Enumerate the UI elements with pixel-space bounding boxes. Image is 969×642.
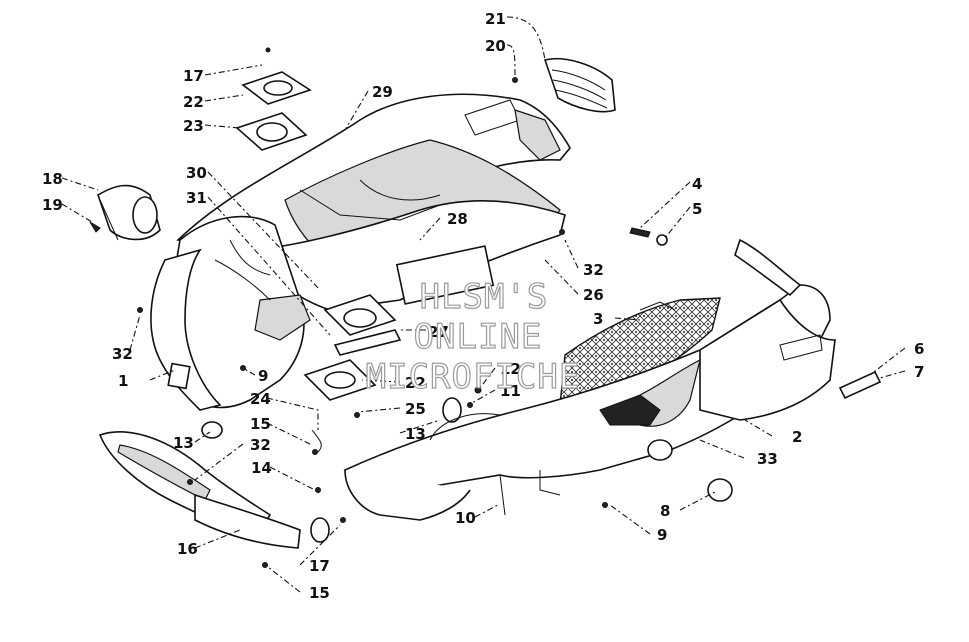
watermark: HLSM'S ONLINE MICROFICHE xyxy=(365,276,581,397)
lower-body-2 xyxy=(343,238,836,521)
callout-32: 32 xyxy=(250,436,271,454)
callout-3: 3 xyxy=(593,310,603,328)
leader-lines xyxy=(61,16,906,593)
gasket-30-mid xyxy=(323,294,402,356)
screw-17-upper xyxy=(265,47,271,53)
callout-15: 15 xyxy=(309,584,330,602)
left-side-panel-1 xyxy=(150,215,311,411)
callout-28: 28 xyxy=(447,210,468,228)
ring-13-center xyxy=(442,397,462,423)
callout-17: 17 xyxy=(309,557,330,575)
callout-30: 30 xyxy=(186,164,207,182)
callout-9: 9 xyxy=(258,367,268,385)
callout-20: 20 xyxy=(485,37,506,55)
callout-labels: 21 20 17 22 23 29 18 19 30 31 28 4 5 32 … xyxy=(42,10,924,602)
callout-32: 32 xyxy=(583,261,604,279)
callout-21: 21 xyxy=(485,10,506,28)
callout-12: 12 xyxy=(500,360,521,378)
callout-16: 16 xyxy=(177,540,198,558)
callout-14: 14 xyxy=(251,459,272,477)
watermark-line-1: HLSM'S xyxy=(420,277,549,317)
callout-18: 18 xyxy=(42,170,63,188)
front-bumper-16 xyxy=(98,431,330,549)
callout-32: 32 xyxy=(112,345,133,363)
gasket-22-lower xyxy=(303,359,377,401)
callout-31: 31 xyxy=(186,189,207,207)
fender-arc xyxy=(429,413,501,441)
gasket-22-upper xyxy=(241,71,312,105)
watermark-line-3: MICROFICHE xyxy=(366,357,581,397)
badge-6 xyxy=(838,370,882,400)
callout-1: 1 xyxy=(118,372,128,390)
callout-26: 26 xyxy=(583,286,604,304)
headlight-housing-18 xyxy=(89,184,161,241)
callout-13: 13 xyxy=(173,434,194,452)
callout-22: 22 xyxy=(405,374,426,392)
gasket-23 xyxy=(235,112,308,151)
fasteners xyxy=(137,77,668,568)
callout-23: 23 xyxy=(183,117,204,135)
callout-19: 19 xyxy=(42,196,63,214)
callout-17: 17 xyxy=(183,67,204,85)
console-hood xyxy=(176,93,571,311)
callout-24: 24 xyxy=(250,390,271,408)
callout-10: 10 xyxy=(455,509,476,527)
callout-33: 33 xyxy=(757,450,778,468)
callout-9: 9 xyxy=(657,526,667,544)
callout-11: 11 xyxy=(500,382,521,400)
callout-27: 27 xyxy=(428,323,449,341)
cap-8 xyxy=(707,478,733,502)
callout-22: 22 xyxy=(183,93,204,111)
callout-2: 2 xyxy=(792,428,802,446)
watermark-line-2: ONLINE xyxy=(414,317,543,357)
ring-13-left xyxy=(201,421,223,439)
callout-8: 8 xyxy=(660,502,670,520)
callout-15: 15 xyxy=(250,415,271,433)
callout-7: 7 xyxy=(914,363,924,381)
callout-13: 13 xyxy=(405,425,426,443)
vent-grille-21 xyxy=(543,57,616,113)
callout-29: 29 xyxy=(372,83,393,101)
callout-6: 6 xyxy=(914,340,924,358)
callout-25: 25 xyxy=(405,400,426,418)
callout-4: 4 xyxy=(692,175,702,193)
callout-5: 5 xyxy=(692,200,702,218)
